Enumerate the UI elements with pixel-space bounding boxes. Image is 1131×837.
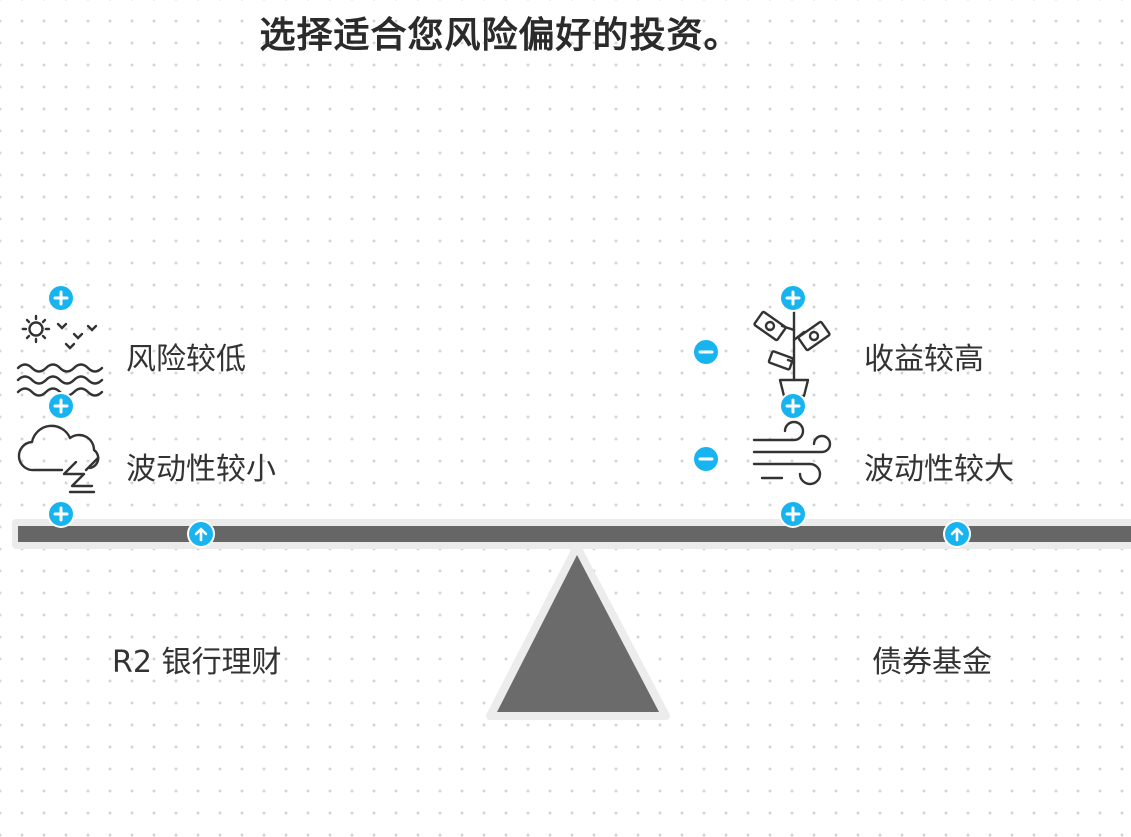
plus-badge-icon — [49, 502, 73, 526]
attribute-label-low-volatility: 波动性较小 — [126, 452, 276, 487]
product-label-left: R2 银行理财 — [112, 645, 282, 680]
money-plant-icon — [748, 300, 838, 400]
attribute-label-high-volatility: 波动性较大 — [864, 452, 1014, 487]
seesaw-fulcrum — [486, 543, 670, 720]
arrow-up-icon — [945, 522, 969, 546]
product-label-right: 债券基金 — [872, 645, 992, 680]
page-title: 选择适合您风险偏好的投资。 — [259, 15, 741, 56]
plus-badge-icon — [781, 394, 805, 418]
minus-badge-icon — [694, 340, 718, 364]
plus-badge-icon — [781, 502, 805, 526]
seesaw-beam — [12, 519, 1131, 549]
attribute-label-higher-return: 收益较高 — [864, 342, 984, 377]
cloud-wind-icon — [16, 418, 106, 498]
plus-badge-icon — [781, 286, 805, 310]
strong-wind-icon — [748, 420, 838, 500]
arrow-up-icon — [189, 522, 213, 546]
minus-badge-icon — [694, 447, 718, 471]
plus-badge-icon — [49, 286, 73, 310]
attribute-label-low-risk: 风险较低 — [126, 342, 246, 377]
sun-waves-icon — [14, 312, 106, 402]
plus-badge-icon — [49, 394, 73, 418]
